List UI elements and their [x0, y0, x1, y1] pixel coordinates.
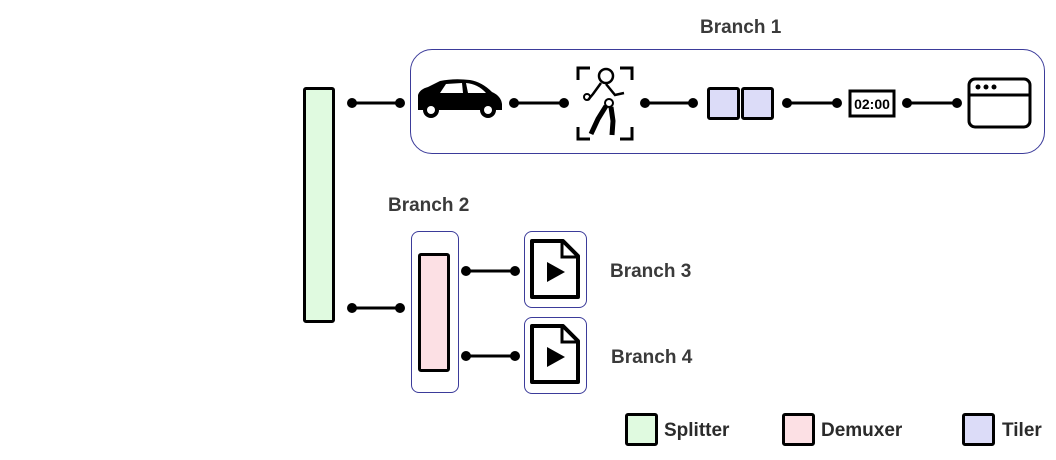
timer-icon: 02:00 — [848, 89, 896, 118]
splitter-block — [303, 87, 335, 323]
branch-4-label: Branch 4 — [611, 347, 693, 368]
connector-splitter-to-car — [347, 98, 405, 108]
legend-splitter-swatch — [625, 413, 658, 446]
person-detection-icon — [576, 66, 634, 141]
connector-car-to-detector — [509, 98, 569, 108]
legend-splitter-label: Splitter — [664, 420, 730, 441]
browser-window-icon — [967, 77, 1032, 129]
video-file-icon — [530, 239, 580, 299]
legend-demuxer-swatch — [782, 413, 815, 446]
legend-tiler-swatch — [962, 413, 995, 446]
connector-tiler-to-timer — [782, 98, 842, 108]
connector-splitter-to-demuxer — [347, 303, 405, 313]
timer-text: 02:00 — [854, 96, 890, 112]
legend-demuxer-label: Demuxer — [821, 420, 903, 441]
car-icon — [418, 79, 502, 118]
connector-demuxer-to-branch-3 — [461, 266, 520, 276]
video-file-icon — [530, 324, 580, 384]
connector-detector-to-tiler — [640, 98, 698, 108]
legend-tiler-label: Tiler — [1002, 420, 1042, 441]
demuxer-block — [418, 253, 450, 372]
connector-timer-to-window — [902, 98, 962, 108]
connector-demuxer-to-branch-4 — [461, 351, 520, 361]
tiler-block-left — [707, 87, 740, 120]
branch-1-label: Branch 1 — [700, 17, 782, 38]
branch-3-label: Branch 3 — [610, 261, 692, 282]
tiler-block-right — [741, 87, 774, 120]
branch-2-label: Branch 2 — [388, 195, 470, 216]
